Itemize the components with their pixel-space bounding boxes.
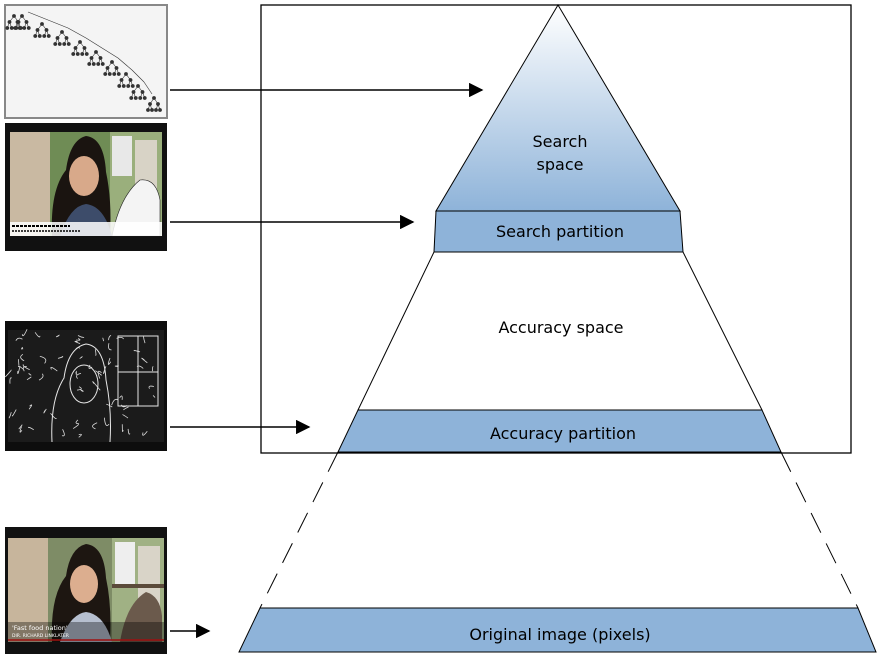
region-frame: [260, 4, 852, 454]
original-image-label: Original image (pixels): [469, 625, 650, 644]
accuracy-partition-label: Accuracy partition: [490, 424, 636, 443]
photo-segments-icon: [5, 123, 167, 251]
search-space-label-line1: Search: [533, 132, 588, 151]
search-partition-label: Search partition: [496, 222, 624, 241]
dashed-left-edge: [259, 451, 339, 609]
tree-icon: [4, 4, 168, 119]
pyramid-left-edge: [357, 251, 435, 411]
photo-caption-credit: DIR. RICHARD LINKLATER: [12, 633, 69, 639]
photo-caption-title: 'Fast food nation': [12, 624, 68, 632]
search-space-region: [435, 4, 681, 212]
accuracy-space-label: Accuracy space: [498, 318, 623, 337]
dashed-right-edge: [780, 451, 859, 609]
search-space-label-line2: space: [537, 155, 584, 174]
pyramid-right-edge: [682, 251, 763, 411]
photo-icon: 'Fast food nation' DIR. RICHARD LINKLATE…: [5, 527, 167, 654]
photo-edges-icon: [5, 321, 167, 451]
original-image-band: [238, 607, 877, 653]
